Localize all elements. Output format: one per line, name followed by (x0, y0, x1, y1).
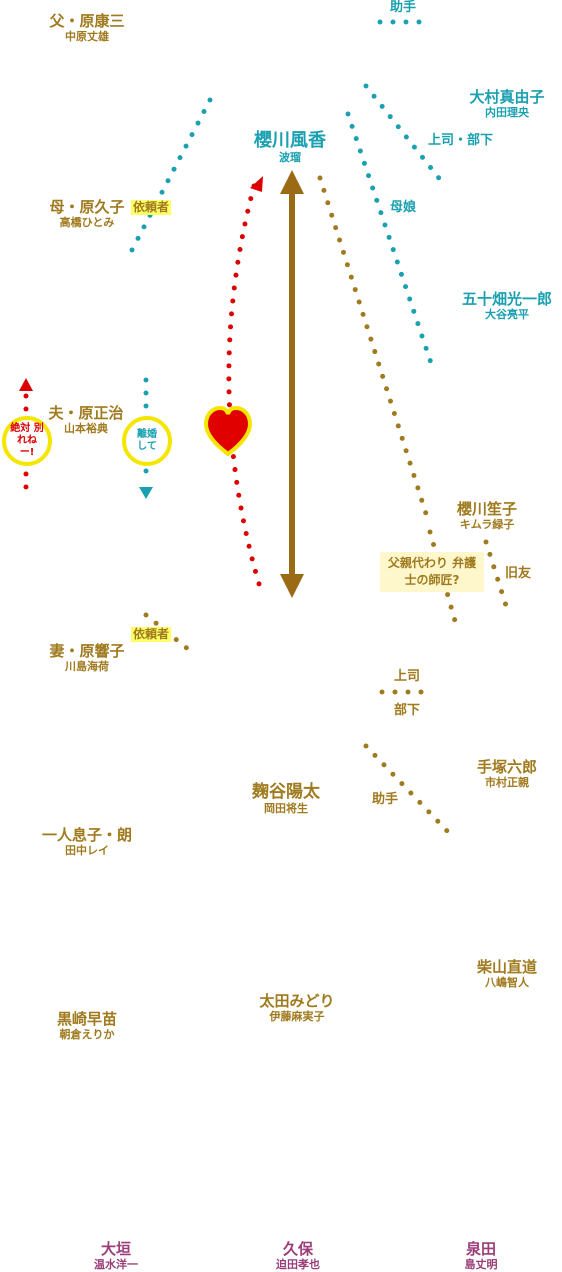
isohata-name: 五十畑光一郎 (461, 290, 553, 308)
husband-actor: 山本裕典 (63, 422, 108, 435)
node-shibayama: 柴山直道 八嶋智人 (477, 958, 537, 990)
husband-name: 夫・原正治 (48, 404, 124, 422)
note-mentor: 父親代わり 弁護士の師匠? (380, 552, 484, 592)
heart-icon (203, 405, 253, 457)
line-sakuragawa-kasako (317, 175, 431, 523)
shibayama-actor: 八嶋智人 (484, 976, 529, 989)
rival-arrowhead-bottom (280, 574, 304, 598)
label-old-friend: 旧友 (505, 566, 532, 581)
node-mother: 母・原久子 高橋ひとみ (49, 198, 124, 230)
node-ogaki: 大垣 温水洋一 (94, 1240, 138, 1272)
label-boss-sub: 上司・部下 (428, 133, 494, 148)
omura-name: 大村真由子 (469, 88, 545, 106)
line-boss-sub-omura (363, 83, 445, 185)
bubble-never-divorce: 絶対 別れねー! (2, 416, 52, 466)
node-husband: 夫・原正治 山本裕典 (48, 404, 123, 436)
node-son: 一人息子・朗 田中レイ (42, 826, 132, 858)
node-tezuka: 手塚六郎 市村正親 (477, 758, 537, 790)
shibayama-name: 柴山直道 (476, 958, 538, 976)
sakuragawa-name: 櫻川風香 (254, 130, 326, 151)
wife-actor: 川島海荷 (64, 660, 109, 673)
node-sakuragawa: 櫻川風香 波瑠 (254, 130, 326, 165)
line-client-wife (143, 612, 197, 657)
label-assistant: 助手 (372, 792, 399, 807)
isohata-actor: 大谷亮平 (484, 308, 529, 321)
node-sakuragawa-kasako: 櫻川笙子 キムラ緑子 (457, 500, 517, 532)
line-old-friend (483, 539, 511, 615)
kubo-name: 久保 (282, 1240, 313, 1258)
node-father: 父・原康三 中原丈雄 (49, 12, 124, 44)
mother-name: 母・原久子 (49, 198, 125, 216)
line-assistant-tezuka (363, 743, 453, 837)
label-boss: 上司 (394, 669, 421, 684)
tezuka-actor: 市村正親 (484, 776, 529, 789)
node-ota: 太田みどり 伊藤麻実子 (259, 992, 334, 1024)
father-actor: 中原丈雄 (64, 30, 109, 43)
node-kubo: 久保 迫田孝也 (276, 1240, 320, 1272)
line-love (226, 183, 265, 597)
ota-name: 太田みどり (259, 992, 335, 1010)
tag-client-wife: 依頼者 (131, 627, 172, 642)
ota-actor: 伊藤麻実子 (269, 1010, 325, 1023)
kojiya-actor: 岡田将生 (264, 802, 308, 815)
never-divorce-arrowhead (19, 378, 33, 391)
node-wife: 妻・原響子 川島海荷 (49, 642, 124, 674)
sakuragawa-kasako-name: 櫻川笙子 (456, 500, 518, 518)
son-name: 一人息子・朗 (41, 826, 133, 844)
bubble-divorce: 離婚 して (122, 416, 172, 466)
node-izumida: 泉田 島丈明 (465, 1240, 498, 1272)
node-kurosaki: 黒崎早苗 朝倉えりか (57, 1010, 117, 1042)
divorce-arrowhead (139, 487, 153, 499)
node-isohata: 五十畑光一郎 大谷亮平 (462, 290, 552, 322)
son-actor: 田中レイ (64, 844, 109, 857)
divorce-text: 離婚 して (137, 429, 157, 452)
never-divorce-text: 絶対 別れねー! (10, 423, 44, 458)
label-assistant-top: 助手 (390, 0, 417, 15)
mother-actor: 高橋ひとみ (59, 216, 115, 229)
ogaki-actor: 温水洋一 (94, 1258, 138, 1271)
sakuragawa-kasako-actor: キムラ緑子 (459, 518, 515, 531)
line-mother-daughter (345, 111, 435, 369)
tezuka-name: 手塚六郎 (476, 758, 538, 776)
kubo-actor: 迫田孝也 (276, 1258, 320, 1271)
wife-name: 妻・原響子 (49, 642, 125, 660)
father-name: 父・原康三 (49, 12, 125, 30)
kojiya-name: 麹谷陽太 (252, 782, 320, 802)
tag-client-mother: 依頼者 (131, 200, 172, 215)
izumida-name: 泉田 (465, 1240, 496, 1258)
izumida-actor: 島丈明 (464, 1258, 498, 1271)
sakuragawa-actor: 波瑠 (279, 151, 301, 164)
love-arrowhead (250, 176, 263, 192)
kurosaki-name: 黒崎早苗 (56, 1010, 118, 1028)
line-mother-sakuragawa (129, 97, 213, 253)
ogaki-name: 大垣 (100, 1240, 131, 1258)
label-sub: 部下 (394, 703, 421, 718)
kurosaki-actor: 朝倉えりか (59, 1028, 115, 1041)
node-kojiya: 麹谷陽太 岡田将生 (252, 782, 320, 816)
node-omura: 大村真由子 内田理央 (469, 88, 544, 120)
label-mother-daughter: 母娘 (390, 200, 417, 215)
omura-actor: 内田理央 (484, 106, 529, 119)
rival-arrowhead-top (280, 170, 304, 194)
